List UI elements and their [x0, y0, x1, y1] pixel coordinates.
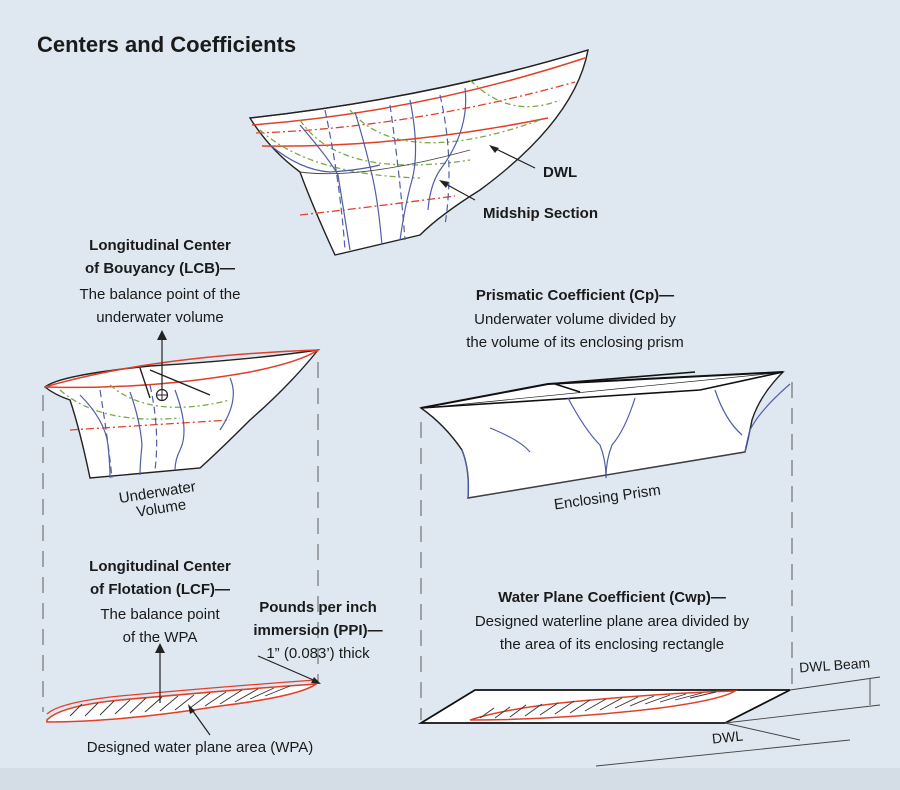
- cwp-desc-line-2: the area of its enclosing rectangle: [500, 636, 724, 653]
- page-title: Centers and Coefficients: [37, 32, 296, 57]
- ppi-title-line-1: Pounds per inch: [259, 599, 377, 616]
- lcb-desc-line-1: The balance point of the: [80, 286, 241, 303]
- dwl-beam-ext-bottom: [724, 704, 881, 724]
- ppi-desc: 1” (0.083’) thick: [266, 645, 370, 662]
- lcf-desc-line-1: The balance point: [100, 606, 220, 623]
- water-plane-rectangle-drawing: [417, 689, 791, 724]
- wpa-label: Designed water plane area (WPA): [87, 739, 314, 756]
- cwp-title: Water Plane Coefficient (Cwp)—: [498, 589, 726, 606]
- dwl-dim-line: [595, 739, 851, 767]
- cwp-desc-line-1: Designed waterline plane area divided by: [475, 613, 750, 630]
- dwl-beam-ext-top: [789, 676, 881, 691]
- enclosing-prism-drawing: [419, 371, 791, 499]
- ppi-title-line-2: immersion (PPI)—: [253, 622, 382, 639]
- ppi-leader-line: [257, 655, 319, 683]
- lcf-title-line-1: Longitudinal Center: [89, 558, 231, 575]
- lcb-title-line-2: of Bouyancy (LCB)—: [85, 260, 235, 277]
- underwater-volume-drawing: [43, 349, 321, 479]
- lcb-title-line-1: Longitudinal Center: [89, 237, 231, 254]
- full-hull-drawing: [248, 48, 589, 256]
- midship-section-label: Midship Section: [483, 205, 598, 222]
- bottom-band: [0, 768, 900, 790]
- wpa-rect-hatching: [479, 691, 717, 719]
- cp-title: Prismatic Coefficient (Cp)—: [476, 287, 674, 304]
- dwl-length-label: DWL: [711, 727, 744, 746]
- cp-desc-line-2: the volume of its enclosing prism: [466, 334, 684, 351]
- enclosing-prism-label: Enclosing Prism: [553, 482, 662, 514]
- dwl-leader-line: [491, 146, 536, 169]
- lcb-desc-line-2: underwater volume: [96, 309, 224, 326]
- lcf-title-line-2: of Flotation (LCF)—: [90, 581, 230, 598]
- dwl-label: DWL: [543, 164, 577, 181]
- lcf-desc-line-2: of the WPA: [123, 629, 198, 646]
- water-plane-area-drawing: [46, 679, 319, 723]
- dwl-beam-label: DWL Beam: [799, 655, 871, 676]
- cp-desc-line-1: Underwater volume divided by: [474, 311, 676, 328]
- wpa-hatching: [69, 685, 291, 717]
